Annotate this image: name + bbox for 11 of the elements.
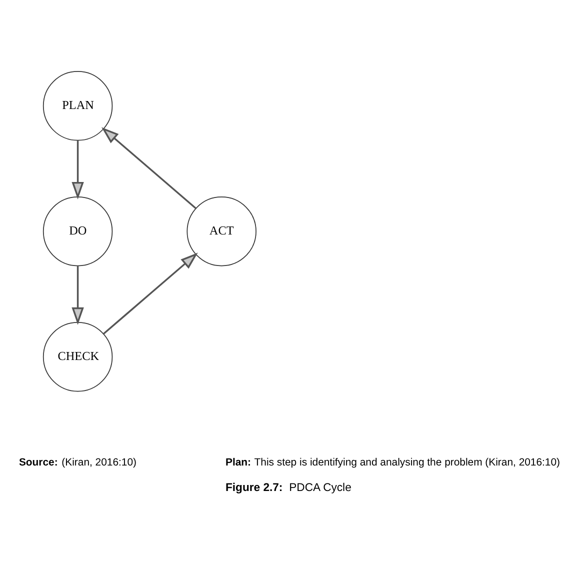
arrow — [72, 140, 84, 199]
node-circle: PLAN — [42, 70, 113, 140]
caption: Figure 2.7: PDCA Cycle — [226, 482, 352, 494]
arrow — [102, 126, 196, 209]
label: Source: (Kiran, 2016:10) — [18, 456, 137, 468]
node-circle: ACT — [186, 196, 256, 266]
arrow — [102, 252, 198, 334]
node-circle: CHECK — [42, 322, 113, 392]
arrow — [72, 266, 84, 324]
node-circle: DO — [42, 196, 113, 266]
label: Plan: This step is identifying and analysing the problem (Kiran, 2016:10) — [226, 456, 560, 468]
